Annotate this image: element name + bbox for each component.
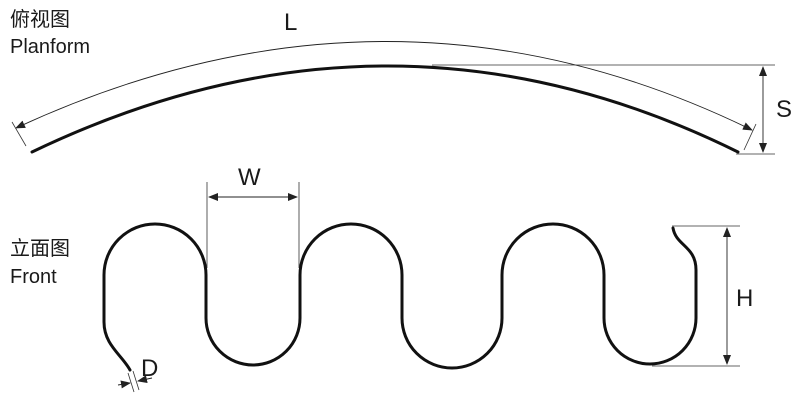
planform-wire-arc bbox=[30, 64, 740, 154]
length-extension-left bbox=[11, 121, 27, 147]
length-extension-right bbox=[743, 123, 757, 151]
width-label: W bbox=[238, 164, 261, 191]
front-title-cn: 立面图 bbox=[10, 237, 70, 260]
length-dimension-arc bbox=[15, 41, 753, 131]
planform-title-cn: 俯视图 bbox=[10, 8, 70, 31]
diameter-label: D bbox=[141, 355, 158, 382]
front-title-en: Front bbox=[10, 266, 57, 288]
planform-title-en: Planform bbox=[10, 36, 90, 58]
diameter-extension-right bbox=[132, 370, 140, 391]
height-label: H bbox=[736, 285, 753, 312]
sagitta-label: S bbox=[776, 96, 792, 123]
front-view: 立面图 Front W H D bbox=[10, 164, 753, 393]
diameter-arrow-right bbox=[137, 375, 153, 384]
planform-view: 俯视图 Planform L S bbox=[10, 8, 792, 155]
length-label: L bbox=[284, 9, 297, 36]
diameter-arrow-left bbox=[117, 380, 131, 389]
diameter-extension-left bbox=[127, 372, 135, 393]
front-wire-serpentine bbox=[102, 222, 698, 372]
